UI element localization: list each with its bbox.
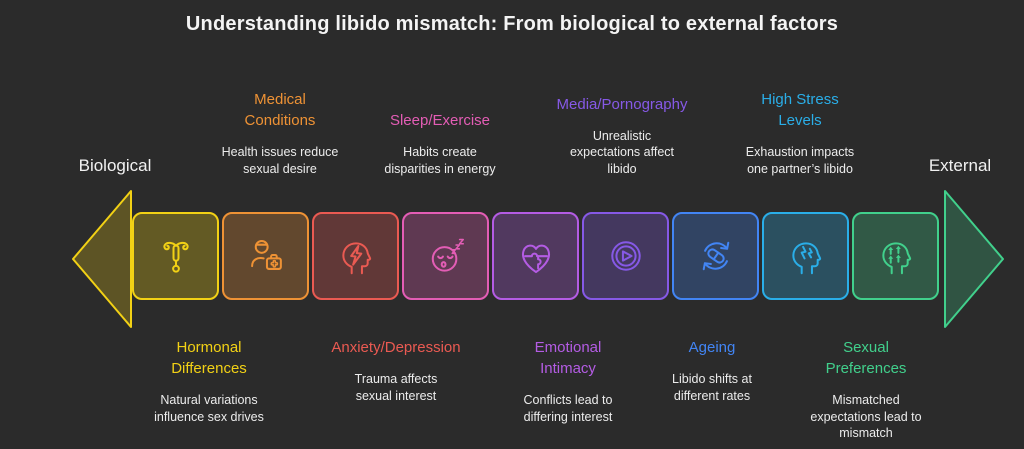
factor-box-emotional-intimacy xyxy=(492,212,579,300)
factor-description: Health issues reduce sexual desire xyxy=(221,145,339,176)
axis-label-biological: Biological xyxy=(78,156,152,175)
factor-label-sexual-preferences: Sexual Preferences Mismatched expectatio… xyxy=(776,337,956,442)
factor-description: Mismatched expectations lead to mismatch xyxy=(810,393,922,440)
factor-description: Conflicts lead to differing interest xyxy=(523,393,613,424)
factor-box-sexual-preferences xyxy=(852,212,939,300)
factor-title: Anxiety/Depression xyxy=(331,339,461,356)
arrow-left-icon xyxy=(72,190,132,328)
factor-title: Sleep/Exercise xyxy=(389,112,491,129)
factor-label-high-stress-levels: High Stress Levels Exhaustion impacts on… xyxy=(715,89,885,177)
factor-title: High Stress Levels xyxy=(761,91,839,129)
sleeping-face-icon xyxy=(431,238,464,272)
arrow-right-icon xyxy=(944,190,1004,328)
factor-title: Ageing xyxy=(688,339,736,356)
factor-label-anxiety-depression: Anxiety/Depression Trauma affects sexual… xyxy=(301,337,491,404)
heart-puzzle-icon xyxy=(521,244,550,274)
factor-label-media-pornography: Media/Pornography Unrealistic expectatio… xyxy=(527,94,717,178)
iud-icon xyxy=(162,241,189,273)
factor-label-sleep-exercise: Sleep/Exercise Habits create disparities… xyxy=(355,110,525,177)
factor-title: Media/Pornography xyxy=(556,95,688,113)
head-growth-arrows-icon xyxy=(881,242,911,275)
factor-box-sleep-exercise xyxy=(402,212,489,300)
stressed-head-icon xyxy=(791,242,821,275)
factor-box-medical-conditions xyxy=(222,212,309,300)
factor-box-hormonal-differences xyxy=(132,212,219,300)
factor-label-hormonal-differences: Hormonal Differences Natural variations … xyxy=(119,337,299,425)
factor-label-emotional-intimacy: Emotional Intimacy Conflicts lead to dif… xyxy=(488,337,648,425)
factor-description: Libido shifts at different rates xyxy=(672,372,752,403)
factor-title: Medical Conditions xyxy=(244,91,316,129)
pill-refresh-icon xyxy=(702,241,729,271)
factor-description: Habits create disparities in energy xyxy=(384,145,496,176)
doctor-first-aid-icon xyxy=(250,239,282,270)
factor-title: Emotional Intimacy xyxy=(534,339,602,377)
play-circle-icon xyxy=(610,241,641,271)
factor-title: Hormonal Differences xyxy=(171,339,247,377)
factor-label-medical-conditions: Medical Conditions Health issues reduce … xyxy=(200,89,360,177)
factor-box-media-pornography xyxy=(582,212,669,300)
factor-label-ageing: Ageing Libido shifts at different rates xyxy=(637,337,787,404)
factor-box-anxiety-depression xyxy=(312,212,399,300)
factor-title: Sexual Preferences xyxy=(825,339,907,377)
axis-label-external: External xyxy=(928,156,992,175)
factor-description: Trauma affects sexual interest xyxy=(354,372,438,403)
factor-box-ageing xyxy=(672,212,759,300)
factor-description: Natural variations influence sex drives xyxy=(154,393,264,424)
factor-description: Exhaustion impacts one partner’s libido xyxy=(745,145,855,176)
page-title: Understanding libido mismatch: From biol… xyxy=(185,13,839,35)
factor-description: Unrealistic expectations affect libido xyxy=(569,128,674,176)
factor-box-high-stress-levels xyxy=(762,212,849,300)
head-lightning-icon xyxy=(341,242,371,275)
